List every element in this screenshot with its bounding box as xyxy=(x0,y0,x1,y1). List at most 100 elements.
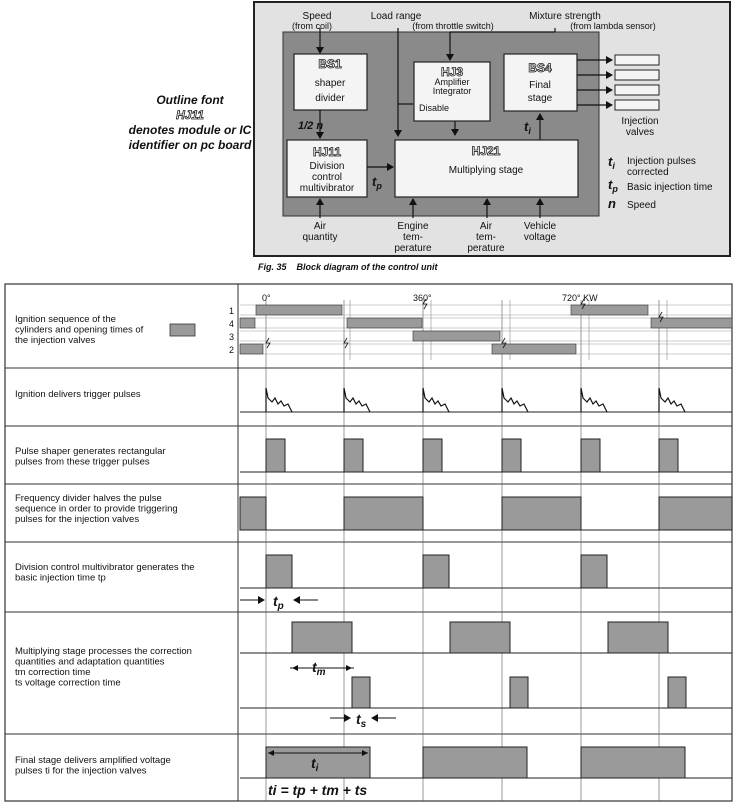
input-load-range: Load range xyxy=(371,11,422,22)
hj21-id: HJ21 xyxy=(472,144,501,158)
injection-valve-open-bar xyxy=(239,317,256,329)
input-mixture: Mixture strength xyxy=(529,11,601,22)
module-identifier-note: Outline font HJ11 denotes module or IC i… xyxy=(129,93,252,152)
injection-valves-label-2: valves xyxy=(626,127,654,138)
bs1-label-1: shaper xyxy=(315,78,346,89)
tp-pulse xyxy=(580,554,608,589)
injection-valve-3 xyxy=(614,84,660,96)
injection-valve-4 xyxy=(614,99,660,111)
note-outline-hj11: HJ11 xyxy=(176,108,204,122)
cylinder-label-4: 4 xyxy=(229,319,234,329)
bottom-input-engine-temperature: Engine tem- perature xyxy=(394,221,432,254)
injection-valve-open-bar xyxy=(412,330,501,342)
cylinder-label-1: 1 xyxy=(229,306,234,316)
row-label-4: Frequency divider halves the pulse xyxy=(15,493,162,504)
trigger-pulse xyxy=(265,387,293,413)
legend-tp-text: Basic injection time xyxy=(627,182,713,193)
bs1-label-2: divider xyxy=(315,93,345,104)
hj11-id: HJ11 xyxy=(313,145,341,159)
hj3-label-1: Amplifier xyxy=(434,77,469,87)
block-diagram: Speed (from coil) Load range (from throt… xyxy=(253,1,731,272)
hj11-label-2: control xyxy=(312,172,342,183)
angle-label-720: 720° KW xyxy=(562,293,598,303)
svg-text:Air: Air xyxy=(480,221,493,232)
ignition-spark-icon xyxy=(658,311,664,323)
injection-valves-label-1: Injection xyxy=(621,116,658,127)
trigger-pulse xyxy=(343,387,371,413)
note-line-1: Outline font xyxy=(156,93,224,107)
row-label-7: pulses ti for the injection valves xyxy=(15,766,147,777)
row-label-3: pulses from these trigger pulses xyxy=(15,457,150,468)
row-label-4: sequence in order to provide triggering xyxy=(15,504,178,515)
divider-high-pulse xyxy=(658,496,733,531)
ti-pulse xyxy=(580,746,686,779)
angle-label-360: 360° xyxy=(413,293,432,303)
row-label-3: Pulse shaper generates rectangular xyxy=(15,446,166,457)
row-label-5: Division control multivibrator generates… xyxy=(15,562,195,573)
note-line-3: denotes module or IC xyxy=(129,123,252,137)
module-hj11: HJ11 Division control multivibrator xyxy=(286,139,368,198)
row-label-1: the injection valves xyxy=(15,335,96,346)
tp-pulse xyxy=(265,554,293,589)
ti-pulse xyxy=(422,746,528,779)
ti-dimension-label: ti xyxy=(311,755,319,774)
svg-text:Vehicle: Vehicle xyxy=(524,221,557,232)
injection-valve-2 xyxy=(614,69,660,81)
bottom-input-air-temperature: Air tem- perature xyxy=(467,221,505,254)
ignition-spark-icon xyxy=(343,337,349,349)
hj3-label-2: Integrator xyxy=(433,86,472,96)
ignition-spark-icon xyxy=(422,298,428,310)
ti-pulse xyxy=(265,746,371,779)
shaper-pulse xyxy=(343,438,364,473)
trigger-pulse xyxy=(422,387,450,413)
injection-valve-open-bar xyxy=(346,317,423,329)
svg-text:Engine: Engine xyxy=(397,221,429,232)
ti-arrow-left xyxy=(268,750,274,756)
tm-pulse xyxy=(607,621,669,654)
svg-text:Air: Air xyxy=(314,221,327,232)
hj11-label-3: multivibrator xyxy=(300,183,355,194)
row-label-6: Multiplying stage processes the correcti… xyxy=(15,646,192,657)
bs4-label-1: Final xyxy=(529,80,551,91)
divider-waveform xyxy=(240,496,732,531)
tm-dimension-label: tm xyxy=(312,659,326,678)
svg-text:quantity: quantity xyxy=(302,232,337,243)
tp-symbol: tp xyxy=(372,174,382,191)
module-bs1: BS1 shaper divider xyxy=(293,53,368,111)
bottom-input-air-quantity: Air quantity xyxy=(302,221,337,243)
shaper-pulse xyxy=(658,438,679,473)
svg-text:tem-: tem- xyxy=(403,232,423,243)
svg-text:perature: perature xyxy=(394,243,432,254)
ti-arrow-right xyxy=(362,750,368,756)
injection-valve-1 xyxy=(614,54,660,66)
hj21-label-1: Multiplying stage xyxy=(449,165,524,176)
injection-valve-open-bar xyxy=(255,304,343,316)
row-label-4: pulses for the injection valves xyxy=(15,514,139,525)
tm-arrow-right xyxy=(346,665,352,671)
row-label-6: quantities and adaptation quantities xyxy=(15,657,165,668)
ti-formula: ti = tp + tm + ts xyxy=(268,782,367,798)
hj3-id: HJ3 xyxy=(441,65,463,79)
injection-valve-open-bar xyxy=(570,304,649,316)
module-bs4: BS4 Final stage xyxy=(503,53,578,112)
legend-sym-n: n xyxy=(608,196,616,211)
bs1-id: BS1 xyxy=(318,57,342,71)
cylinder-label-2: 2 xyxy=(229,345,234,355)
note-line-4: identifier on pc board xyxy=(129,138,252,152)
row-label-6: tm correction time xyxy=(15,667,91,678)
injection-valve-open-bar xyxy=(650,317,733,329)
input-speed-source: (from coil) xyxy=(292,21,332,31)
legend-ti-text-2: corrected xyxy=(627,167,669,178)
svg-text:voltage: voltage xyxy=(524,232,557,243)
disable-label: Disable xyxy=(419,103,449,113)
injection-valve-outputs: Injection valves xyxy=(577,54,660,138)
svg-text:tem-: tem- xyxy=(476,232,496,243)
tm-pulse xyxy=(291,621,353,654)
bs4-label-2: stage xyxy=(528,93,553,104)
divider-high-pulse xyxy=(501,496,582,531)
block-legend: ti Injection pulses corrected tp Basic i… xyxy=(608,154,713,211)
shaper-pulse xyxy=(501,438,522,473)
half-speed-label: 1/2 n xyxy=(298,120,323,132)
